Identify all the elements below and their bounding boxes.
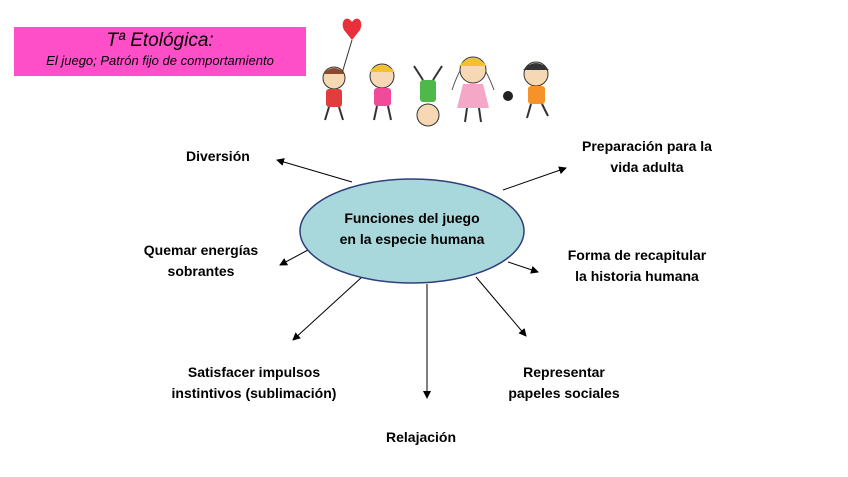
center-label: Funciones del juego en la especie humana xyxy=(300,208,524,250)
label-representar: Representar papeles sociales xyxy=(494,362,634,404)
label-quemar-line1: Quemar energías xyxy=(130,240,272,261)
label-relajacion: Relajación xyxy=(386,427,456,448)
children-playing-illustration xyxy=(323,19,549,126)
center-label-line1: Funciones del juego xyxy=(300,208,524,229)
arrow-satisfacer xyxy=(293,277,362,340)
label-preparacion-line2: vida adulta xyxy=(568,157,726,178)
label-representar-line1: Representar xyxy=(494,362,634,383)
label-relajacion-text: Relajación xyxy=(386,427,456,448)
center-label-line2: en la especie humana xyxy=(300,229,524,250)
label-preparacion-line1: Preparación para la xyxy=(568,136,726,157)
arrow-representar xyxy=(476,277,526,336)
arrow-preparacion xyxy=(503,168,566,190)
label-quemar: Quemar energías sobrantes xyxy=(130,240,272,282)
label-diversion: Diversión xyxy=(186,146,250,167)
label-forma-line2: la historia humana xyxy=(554,266,720,287)
label-forma-line1: Forma de recapitular xyxy=(554,245,720,266)
label-satisfacer-line1: Satisfacer impulsos xyxy=(156,362,352,383)
arrow-diversion xyxy=(277,160,352,182)
arrow-forma xyxy=(508,262,538,272)
label-forma: Forma de recapitular la historia humana xyxy=(554,245,720,287)
label-satisfacer: Satisfacer impulsos instintivos (sublima… xyxy=(156,362,352,404)
label-preparacion: Preparación para la vida adulta xyxy=(568,136,726,178)
label-satisfacer-line2: instintivos (sublimación) xyxy=(156,383,352,404)
label-diversion-text: Diversión xyxy=(186,146,250,167)
arrow-quemar xyxy=(280,250,308,265)
label-quemar-line2: sobrantes xyxy=(130,261,272,282)
label-representar-line2: papeles sociales xyxy=(494,383,634,404)
